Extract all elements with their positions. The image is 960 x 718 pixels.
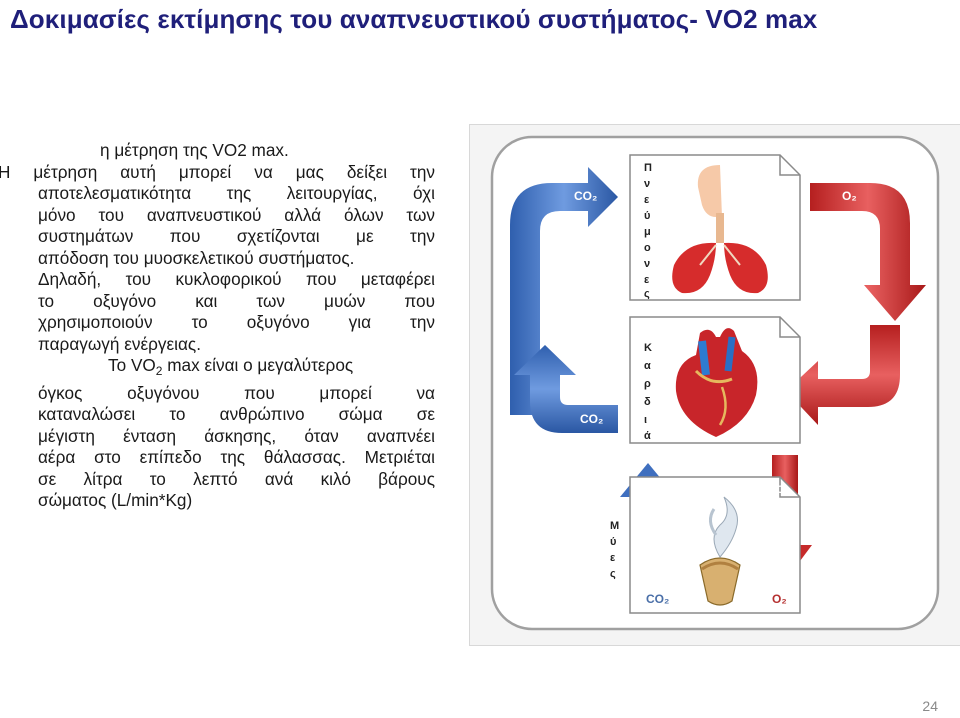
organ-letter: ο: [644, 242, 651, 254]
vo2-suffix: max είναι ο μεγαλύτερος: [162, 355, 354, 375]
organ-letter: ύ: [644, 210, 650, 222]
organ-letter: ρ: [644, 378, 651, 390]
organ-letter: ε: [644, 274, 650, 286]
text-line: μέγιστη ένταση άσκησης, όταν αναπνέει: [38, 425, 435, 446]
lungs-vertical-label: Π ν ε ύ μ ο ν ε ς: [644, 162, 652, 300]
o2-label: O₂: [850, 412, 865, 426]
organ-letter: ν: [644, 178, 650, 190]
o2-label: O₂: [776, 484, 790, 496]
text-line: Το VO2 max είναι ο μεγαλύτερος: [0, 355, 435, 383]
text-line: Δηλαδή, του κυκλοφορικού που μεταφέρει: [38, 269, 435, 289]
text-line: Η μέτρηση αυτή μπορεί να μας δείξει την: [0, 161, 435, 182]
lungs-illustration: [672, 165, 768, 294]
organ-letter: δ: [644, 396, 651, 408]
co2-label: CO₂: [646, 592, 669, 606]
heart-vertical-label: Κ α ρ δ ι ά: [644, 342, 652, 442]
text-line: μόνο του αναπνευστικού αλλά όλων των: [38, 204, 435, 225]
organ-letter: ν: [644, 258, 650, 270]
organ-letter: ς: [610, 568, 616, 580]
organ-letter: ι: [644, 414, 647, 426]
text-line: χρησιμοποιούν το οξυγόνο για την: [38, 312, 435, 332]
co2-label: CO₂: [640, 496, 662, 508]
muscles-illustration: [699, 496, 741, 606]
organ-letter: ύ: [610, 536, 616, 548]
co2-label: CO₂: [580, 412, 603, 426]
co2-label: CO₂: [574, 189, 597, 203]
organ-letter: Κ: [644, 342, 652, 354]
body-text: η μέτρηση της VO2 max. Η μέτρηση αυτή μπ…: [0, 140, 435, 512]
o2-label: O₂: [842, 189, 857, 203]
o2-arrow-upper: [810, 183, 926, 321]
organ-letter: Π: [644, 162, 652, 174]
organ-letter: α: [644, 360, 651, 372]
organ-letter: ά: [644, 430, 651, 442]
muscles-vertical-label: Μ ύ ε ς: [610, 520, 619, 580]
text-line: καταναλώσει το ανθρώπινο σώμα σε: [38, 404, 435, 424]
text-line: σε λίτρα το λεπτό ανά κιλό βάρους: [38, 468, 435, 489]
organ-letter: ε: [644, 194, 650, 206]
co2-arrow-lower: [514, 345, 618, 433]
organ-letter: ε: [610, 552, 616, 564]
page-number: 24: [922, 698, 938, 714]
text-line: σώματος (L/min*Kg): [38, 490, 193, 510]
text-line: αποτελεσματικότητα της λειτουργίας, όχι: [38, 183, 435, 203]
circulation-diagram: CO₂ O₂ CO₂ O₂ CO₂ O₂ CO₂ O₂ Π ν ε ύ μ ο …: [469, 124, 960, 646]
text-line: αέρα στο επίπεδο της θάλασσας. Μετριέται: [38, 447, 435, 467]
circulation-diagram-svg: CO₂ O₂ CO₂ O₂ CO₂ O₂ CO₂ O₂ Π ν ε ύ μ ο …: [490, 135, 940, 631]
heart-illustration: [675, 328, 758, 437]
text-line: η μέτρηση της VO2 max.: [100, 140, 289, 160]
text-line: παραγωγή ενέργειας.: [38, 333, 201, 354]
o2-arrow-lower: [786, 325, 900, 425]
text-line: συστημάτων που σχετίζονται με την: [38, 226, 435, 246]
slide-title: Δοκιμασίες εκτίμησης του αναπνευστικού σ…: [10, 4, 818, 34]
vo2-prefix: Το VO: [108, 355, 156, 375]
organ-letter: μ: [644, 226, 651, 238]
o2-label: O₂: [772, 592, 787, 606]
vo2-subscript: 2: [155, 364, 163, 378]
text-line: όγκος οξυγόνου που μπορεί να: [38, 382, 435, 403]
text-line: απόδοση του μυοσκελετικού συστήματος.: [38, 247, 355, 268]
organ-letter: Μ: [610, 520, 619, 532]
text-line: το οξυγόνο και των μυών που: [38, 290, 435, 311]
organ-letter: ς: [644, 288, 650, 300]
